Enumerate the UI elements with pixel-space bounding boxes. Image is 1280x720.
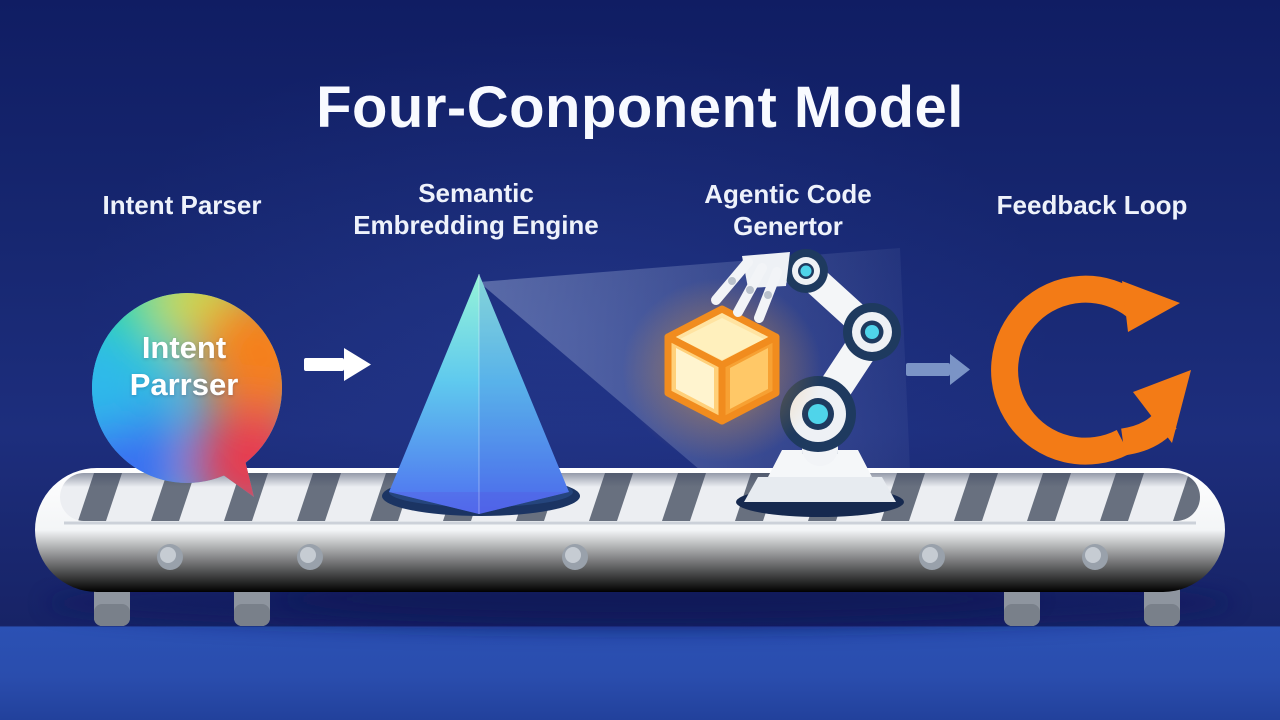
- robot-gripper-icon: [711, 252, 790, 323]
- label-agentic-code-generator: Agentic Code Genertor: [704, 179, 872, 241]
- page-title: Four-Conponent Model: [316, 75, 964, 140]
- hologram-cone-icon: [382, 274, 580, 516]
- flow-arrow-right-2-icon: [906, 354, 970, 385]
- flow-arrow-right-icon: [304, 348, 371, 381]
- label-feedback-loop: Feedback Loop: [996, 190, 1188, 220]
- speech-bubble-text: Intent Parrser: [129, 330, 239, 402]
- conveyor-belt: [35, 468, 1225, 592]
- label-intent-parser: Intent Parser: [102, 190, 262, 220]
- label-semantic-embedding-engine: Semantic Embredding Engine: [353, 178, 599, 240]
- conveyor-bolts: [157, 544, 1108, 570]
- feedback-loop-icon: [991, 275, 1191, 465]
- glowing-cube-icon: [622, 278, 822, 462]
